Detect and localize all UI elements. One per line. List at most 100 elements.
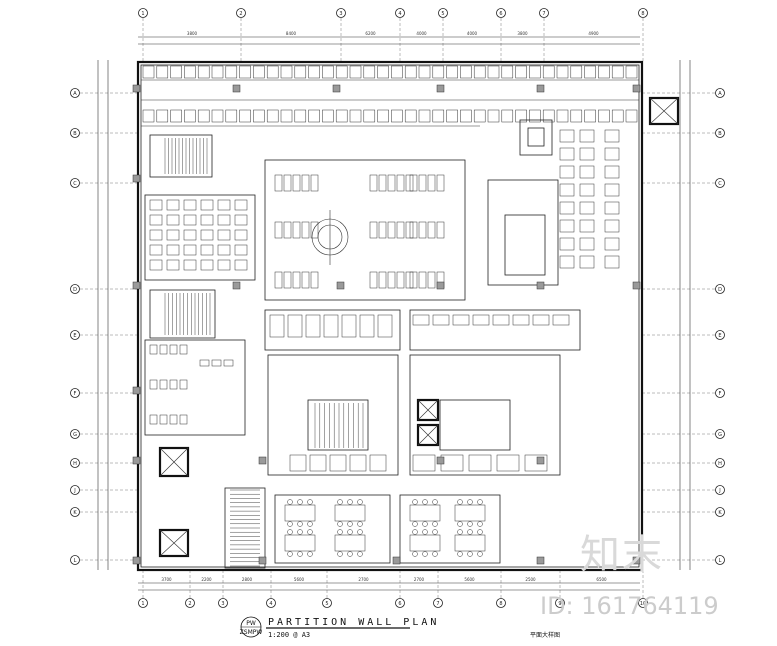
dimension-label: 3800 — [187, 31, 198, 36]
title-badge-top: PW — [246, 620, 256, 627]
dimension-label: 2500 — [525, 577, 536, 582]
grid-bubble-left-10: K — [70, 507, 80, 517]
grid-bubble-top-label: 5 — [441, 11, 444, 17]
grid-bubble-left-label: J — [73, 488, 75, 494]
grid-bubble-left-label: K — [73, 510, 77, 516]
grid-bubble-bottom-9: 9 — [555, 598, 565, 608]
grid-bubble-left-label: L — [74, 558, 77, 564]
top-facade-units — [141, 65, 639, 127]
grid-bubble-bottom-1: 1 — [138, 598, 148, 608]
central-dining-area — [264, 159, 466, 301]
grid-bubble-left-5: E — [70, 330, 80, 340]
grid-bubble-bottom-10: 10 — [638, 598, 648, 608]
grid-bubble-top-label: 4 — [398, 11, 401, 17]
grid-bubble-top-7: 7 — [539, 8, 549, 18]
grid-bubble-top-8: 8 — [638, 8, 648, 18]
bottom-grid-bubbles: 1 2 3 4 5 6 7 8 9 10 — [138, 598, 648, 608]
dimension-label: 5600 — [294, 577, 305, 582]
grid-bubble-right-label: C — [718, 181, 722, 187]
grid-bubble-right-3: C — [715, 178, 725, 188]
central-private-rooms — [264, 309, 581, 476]
stair-upper-left — [149, 134, 213, 178]
grid-bubble-left-label: H — [73, 461, 77, 467]
grid-bubble-right-4: D — [715, 284, 725, 294]
dimension-label: 4000 — [416, 31, 427, 36]
watermark-id: ID: 161764119 — [540, 592, 719, 620]
grid-bubble-bottom-label: 2 — [188, 601, 191, 607]
title-badge-bottom: ZSMPW — [240, 629, 263, 636]
grid-bubble-top-label: 6 — [499, 11, 502, 17]
grid-bubble-bottom-8: 8 — [496, 598, 506, 608]
dimension-label: 5600 — [464, 577, 475, 582]
grid-bubble-left-label: F — [74, 391, 77, 397]
grid-bubble-right-1: A — [715, 88, 725, 98]
dimension-label: 3800 — [517, 31, 528, 36]
grid-bubble-bottom-label: 4 — [269, 601, 272, 607]
left-seating-block — [144, 194, 256, 281]
grid-bubble-top-label: 8 — [641, 11, 644, 17]
grid-bubble-top-label: 1 — [141, 11, 144, 17]
grid-bubble-left-1: A — [70, 88, 80, 98]
upper-right-core — [519, 96, 680, 156]
grid-bubble-bottom-label: 5 — [325, 601, 328, 607]
grid-bubble-right-label: D — [718, 287, 722, 293]
grid-bubble-left-label: A — [73, 91, 77, 97]
dimension-label: 2800 — [242, 577, 253, 582]
grid-bubble-right-7: G — [715, 429, 725, 439]
grid-bubble-top-6: 6 — [496, 8, 506, 18]
grid-bubble-right-11: L — [715, 555, 725, 565]
grid-bubble-left-3: C — [70, 178, 80, 188]
grid-bubble-right-label: J — [718, 488, 720, 494]
grid-bubble-top-4: 4 — [395, 8, 405, 18]
structural-columns — [132, 84, 641, 565]
grid-bubble-bottom-label: 3 — [221, 601, 224, 607]
grid-bubble-left-label: G — [73, 432, 77, 438]
dimension-label: 2700 — [358, 577, 369, 582]
grid-bubble-bottom-label: 6 — [398, 601, 401, 607]
exterior-walls — [136, 60, 644, 572]
dimension-label: 2700 — [414, 577, 425, 582]
grid-bubble-left-6: F — [70, 388, 80, 398]
dimension-label: 4900 — [588, 31, 599, 36]
grid-bubble-right-8: H — [715, 458, 725, 468]
grid-bubble-top-3: 3 — [336, 8, 346, 18]
dimension-lines — [97, 36, 691, 591]
grid-lines — [80, 18, 715, 598]
grid-bubble-top-5: 5 — [438, 8, 448, 18]
grid-bubble-top-label: 3 — [339, 11, 342, 17]
left-grid-bubbles: A B C D E F G H J K L — [70, 88, 80, 565]
toilet-block-left — [144, 339, 246, 436]
dimension-label: 2200 — [201, 577, 212, 582]
watermark-logo: 知末 — [580, 532, 664, 578]
stair-middle-left — [149, 289, 216, 339]
grid-bubble-bottom-label: 10 — [640, 601, 646, 607]
grid-bubble-left-label: D — [73, 287, 77, 293]
grid-bubble-bottom-3: 3 — [218, 598, 228, 608]
grid-bubble-bottom-label: 1 — [141, 601, 144, 607]
drawing-scale: 1:200 @ A3 — [268, 631, 310, 639]
grid-bubble-right-label: A — [718, 91, 722, 97]
drawing-note: 平面大样图 — [530, 631, 560, 639]
grid-bubble-right-10: K — [715, 507, 725, 517]
grid-bubble-right-label: B — [718, 131, 722, 137]
dimension-label: 4000 — [467, 31, 478, 36]
grid-bubble-bottom-label: 9 — [558, 601, 561, 607]
grid-bubble-left-label: B — [73, 131, 77, 137]
grid-bubble-right-2: B — [715, 128, 725, 138]
grid-bubble-left-11: L — [70, 555, 80, 565]
grid-bubble-left-label: E — [73, 333, 76, 339]
drawing-title: PARTITION WALL PLAN — [268, 617, 439, 628]
grid-bubble-bottom-4: 4 — [266, 598, 276, 608]
title-block: PW ZSMPW PARTITION WALL PLAN 1:200 @ A3 … — [240, 616, 560, 639]
grid-bubble-bottom-7: 7 — [433, 598, 443, 608]
right-seating-block — [487, 129, 620, 286]
grid-bubble-right-6: F — [715, 388, 725, 398]
grid-bubble-right-label: K — [718, 510, 722, 516]
grid-bubble-top-1: 1 — [138, 8, 148, 18]
elevator-lower-left — [158, 446, 266, 569]
